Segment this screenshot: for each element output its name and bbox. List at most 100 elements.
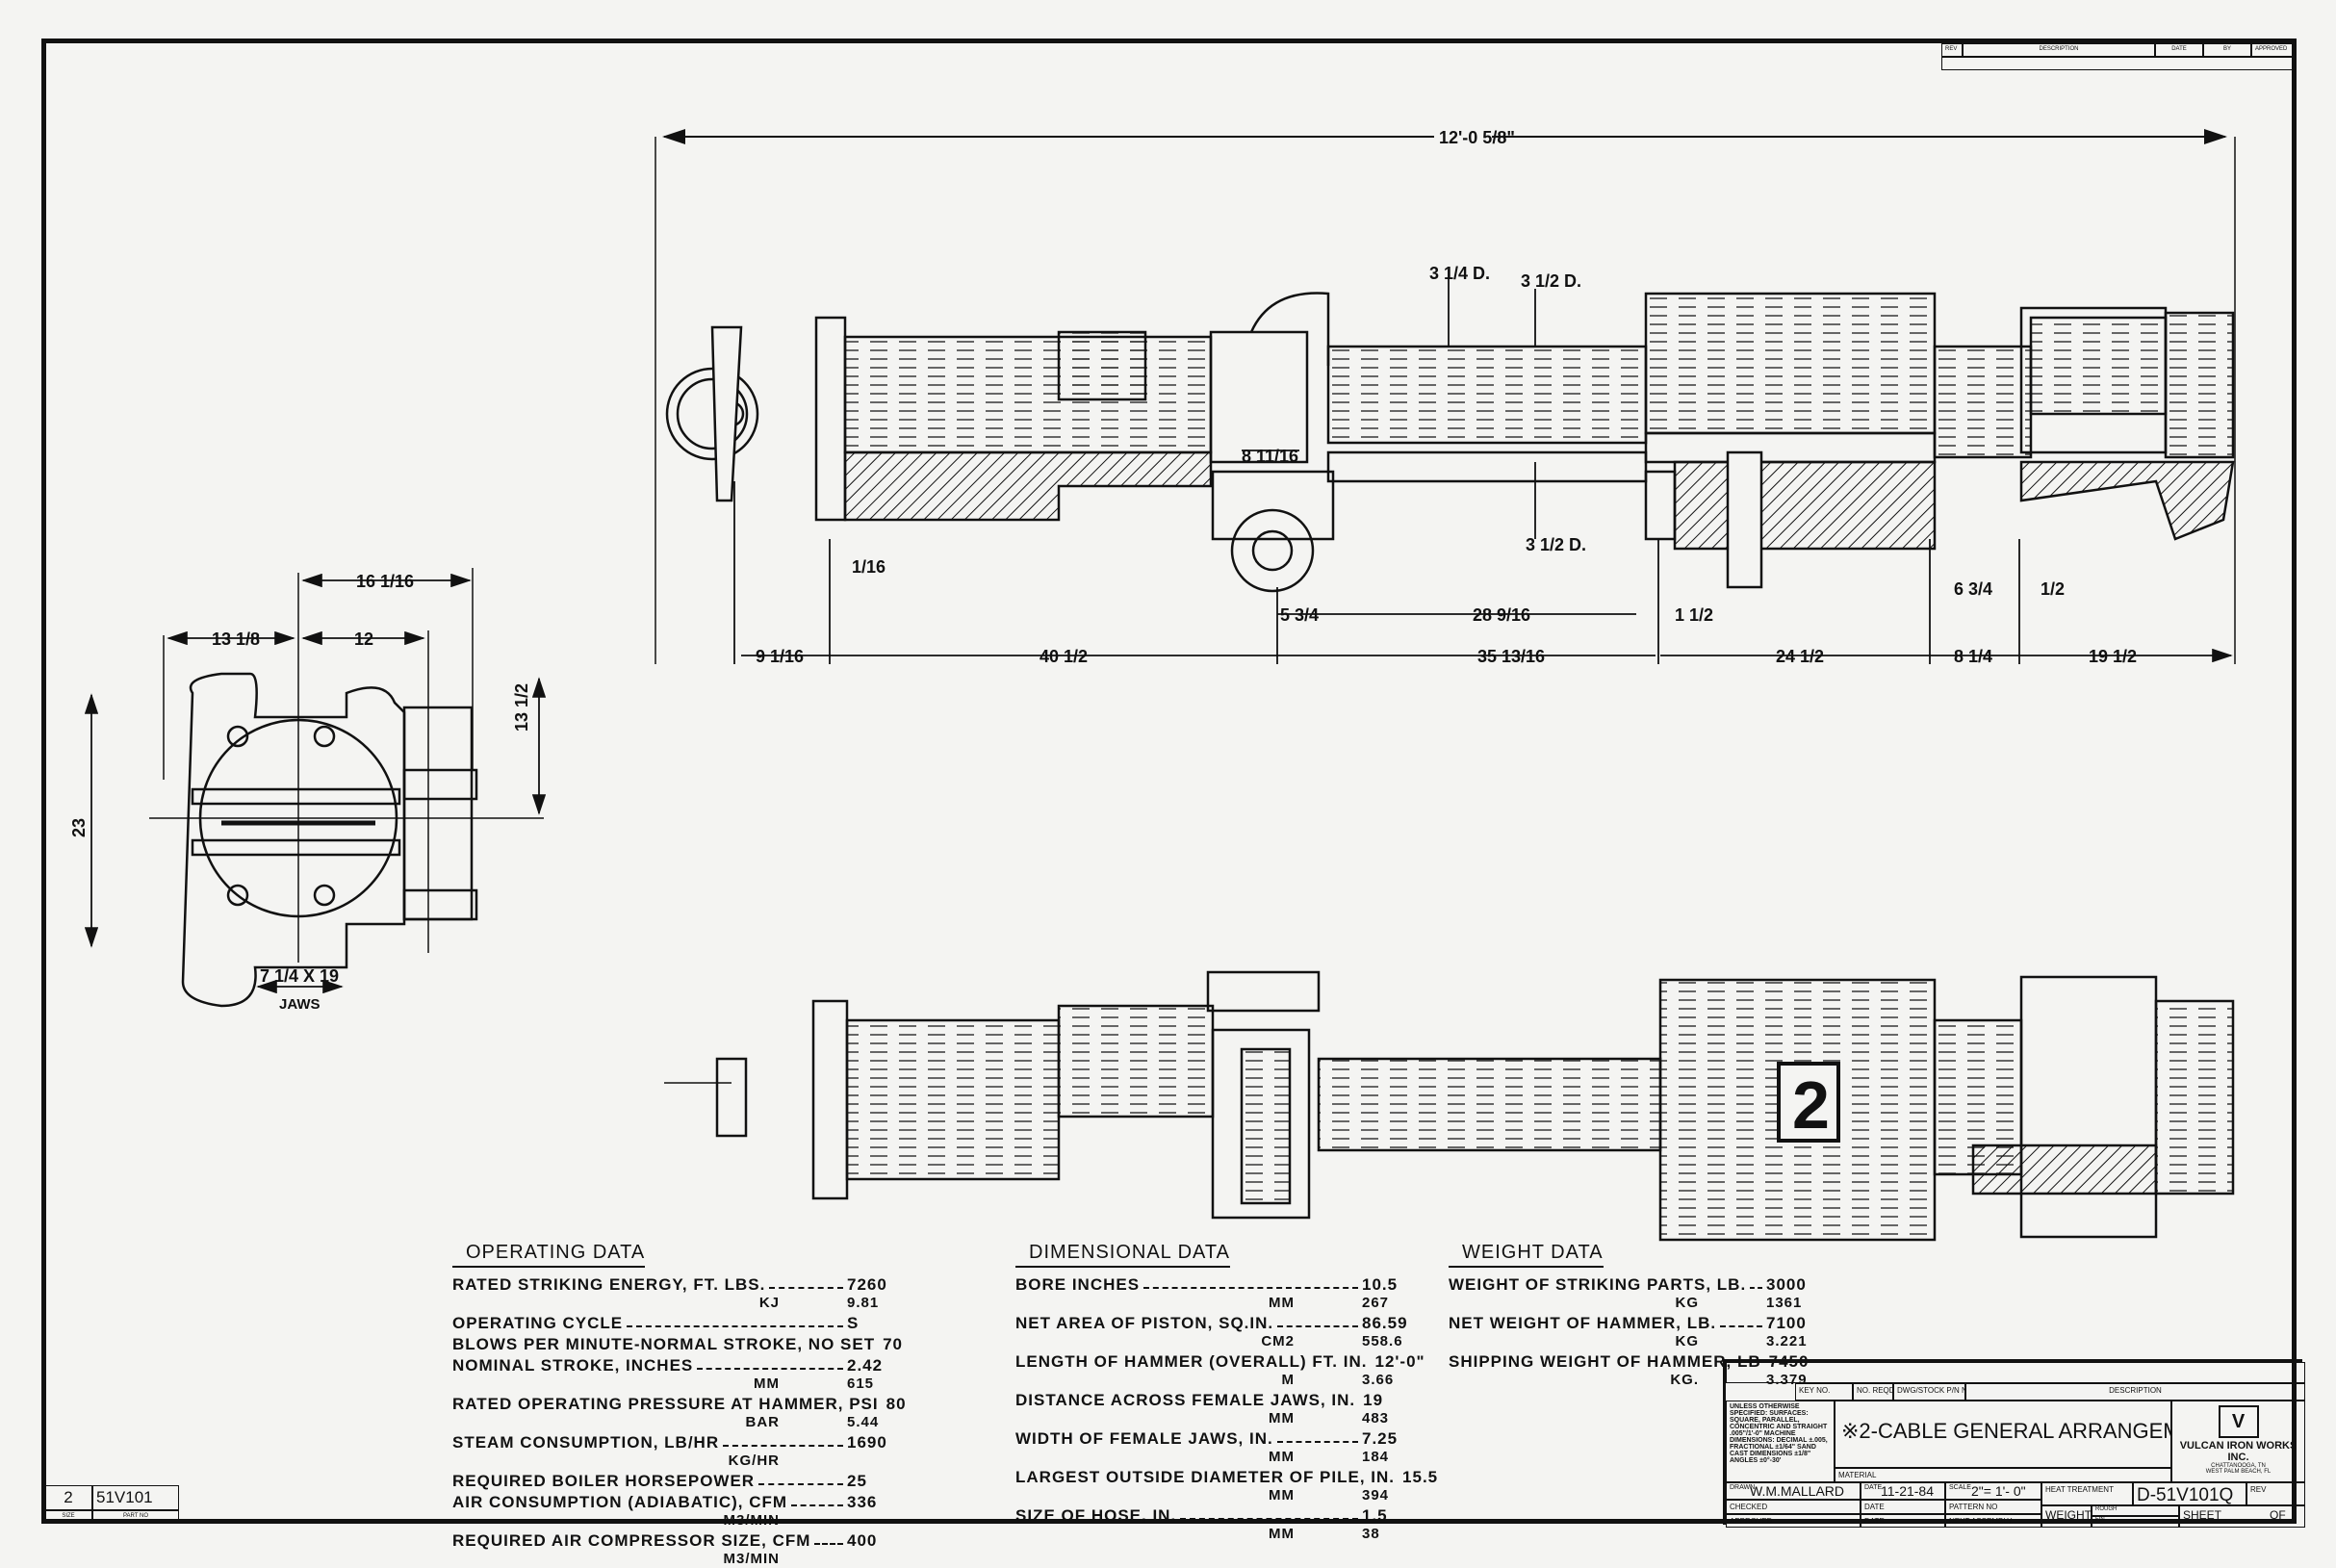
dim-label: 8 1/4	[1954, 647, 1992, 666]
part-no-label: PART NO	[92, 1510, 179, 1524]
data-row: SIZE OF HOSE, IN.1.5	[1015, 1504, 1420, 1526]
row-label: SIZE OF HOSE, IN.	[1015, 1506, 1177, 1525]
row-value: 86.59	[1362, 1314, 1408, 1332]
row-label: RATED OPERATING PRESSURE AT HAMMER, PSI	[452, 1395, 879, 1413]
row-value: S	[847, 1314, 860, 1332]
metric-row: M3/MIN	[452, 1512, 905, 1529]
leader-line	[791, 1504, 843, 1506]
material-label: MATERIAL	[1835, 1468, 2171, 1482]
drawing-number: D-51V101Q	[2133, 1482, 2246, 1505]
row-value: 70	[883, 1335, 903, 1353]
end-dim: 13 1/2	[512, 683, 531, 732]
row-value: 336	[847, 1493, 878, 1511]
drawn-by: W.M.MALLARD	[1750, 1483, 1845, 1499]
data-row: WIDTH OF FEMALE JAWS, IN.7.25	[1015, 1427, 1420, 1449]
leader-line	[723, 1445, 843, 1447]
end-dim: 13 1/8	[212, 630, 260, 649]
top-view-dimensions	[733, 270, 2233, 664]
metric-unit: KG	[1675, 1295, 1699, 1311]
heat-treatment-label: HEAT TREATMENT	[2041, 1482, 2133, 1505]
revision-row	[1941, 57, 2293, 70]
drawn-label: DRAWN	[1730, 1484, 1756, 1491]
row-value: 25	[847, 1472, 867, 1490]
row-label: BLOWS PER MINUTE-NORMAL STROKE, NO SET	[452, 1335, 876, 1353]
metric-value: 3.221	[1766, 1333, 1808, 1350]
data-row: OPERATING CYCLE S	[452, 1312, 905, 1333]
checked-label: CHECKED	[1726, 1500, 1861, 1514]
leader-line	[1180, 1518, 1358, 1520]
rev-label: REV	[2246, 1482, 2305, 1505]
no-reqd-header: NO. REQD	[1853, 1383, 1893, 1401]
row-label: OPERATING CYCLE	[452, 1314, 624, 1332]
end-view	[84, 568, 547, 1008]
row-value: 3000	[1766, 1275, 1807, 1294]
metric-unit: MM	[1269, 1295, 1295, 1311]
row-label: NET WEIGHT OF HAMMER, LB.	[1449, 1314, 1717, 1332]
weight-data-title: WEIGHT DATA	[1449, 1242, 1604, 1268]
row-value: 7100	[1766, 1314, 1807, 1332]
dim-label: 24 1/2	[1776, 647, 1824, 666]
row-label: REQUIRED AIR COMPRESSOR SIZE, CFM	[452, 1531, 811, 1550]
weight-label: WEIGHT	[2041, 1505, 2092, 1528]
rev-header: REV	[1941, 43, 1963, 57]
metric-unit: KG.	[1670, 1372, 1699, 1388]
row-label: NOMINAL STROKE, INCHES	[452, 1356, 694, 1375]
dim-label: 9 1/16	[756, 647, 804, 666]
operating-data-title: OPERATING DATA	[452, 1242, 646, 1268]
company-name: VULCAN IRON WORKS INC.	[2179, 1440, 2297, 1463]
metric-value	[847, 1551, 905, 1568]
metric-unit: BAR	[745, 1414, 780, 1430]
leader-line	[769, 1287, 843, 1289]
next-assembly-label: NEXT ASSEMBLY	[1945, 1514, 2041, 1528]
diameter-dim: 3 1/2 D.	[1521, 271, 1581, 291]
metric-value: 394	[1362, 1487, 1390, 1504]
data-row: DISTANCE ACROSS FEMALE JAWS, IN.19	[1015, 1389, 1420, 1410]
checked-date-label: DATE	[1861, 1500, 1945, 1514]
drawing-title: ※2-CABLE GENERAL ARRANGEMENT	[1835, 1401, 2171, 1468]
row-label: REQUIRED BOILER HORSEPOWER	[452, 1472, 756, 1490]
metric-value: 38	[1362, 1526, 1380, 1542]
leader-line	[1277, 1325, 1358, 1327]
tolerance-notes: UNLESS OTHERWISE SPECIFIED: SURFACES: SQ…	[1726, 1401, 1835, 1482]
description-header: DESCRIPTION	[1965, 1383, 2305, 1401]
diameter-dim: 3 1/2 D.	[1526, 535, 1586, 554]
data-row: RATED STRIKING ENERGY, FT. LBS.7260	[452, 1273, 905, 1295]
metric-value: 184	[1362, 1449, 1390, 1465]
parts-row	[1726, 1362, 2305, 1383]
data-row: LENGTH OF HAMMER (OVERALL) FT. IN.12'-0"	[1015, 1350, 1425, 1372]
dim-label: 5 3/4	[1280, 605, 1319, 625]
row-label: NET AREA OF PISTON, SQ.IN.	[1015, 1314, 1274, 1332]
dim-label: 8 11/16	[1242, 447, 1298, 466]
drawn-date: 11-21-84	[1881, 1483, 1935, 1499]
data-row: WEIGHT OF STRIKING PARTS, LB.3000	[1449, 1273, 1824, 1295]
date-header: DATE	[2155, 43, 2203, 57]
dim-label: 28 9/16	[1473, 605, 1530, 625]
metric-unit: KG/HR	[728, 1452, 780, 1469]
metric-value: 558.6	[1362, 1333, 1403, 1350]
size-badge: 2	[1792, 1067, 1830, 1143]
size-value: 2	[44, 1485, 92, 1510]
size-label: SIZE	[44, 1510, 92, 1524]
dimension-labels: 12'-0 5/8" 3 1/4 D. 3 1/2 D. 3 1/2 D. 8 …	[69, 128, 2137, 1143]
of-label: OF	[2270, 1508, 2286, 1522]
metric-value	[847, 1512, 905, 1529]
row-label: DISTANCE ACROSS FEMALE JAWS, IN.	[1015, 1391, 1356, 1409]
data-row: NET WEIGHT OF HAMMER, LB. 7100	[1449, 1312, 1824, 1333]
dim-label: 1/2	[2041, 579, 2065, 599]
dim-label: 40 1/2	[1040, 647, 1088, 666]
